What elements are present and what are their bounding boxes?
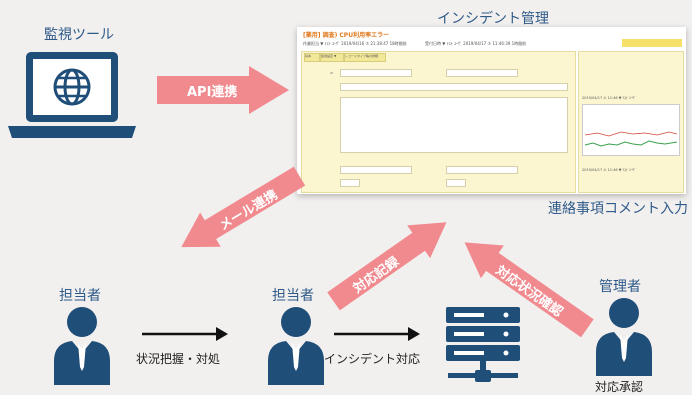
form-field xyxy=(340,166,412,174)
manager-label: 管理者 xyxy=(599,279,641,295)
incident-response-arrow xyxy=(334,327,420,341)
ticket-meta-left: 作業担当 ▼ ﾃｽﾄ ﾕｰｻﾞ 2019/04/16 ⑦ 21:38:47 18… xyxy=(303,41,407,46)
side-entry: 2019/04/17 ⑦ 11:46 ▼ ﾃｽﾄ ﾕｰｻﾞ xyxy=(582,168,636,172)
form-field xyxy=(340,179,360,187)
approval-label: 対応承認 xyxy=(595,380,644,394)
form-field xyxy=(446,69,518,77)
side-graph xyxy=(582,104,680,156)
side-entry: 2019/04/17 ⑦ 11:46 ▼ ﾃｽﾄ ﾕｰｻﾞ xyxy=(582,96,636,100)
form-field xyxy=(340,69,412,77)
laptop-globe-icon xyxy=(8,52,136,138)
mail-arrow: メール連携 xyxy=(171,159,310,264)
incident-management-label: インシデント管理 xyxy=(437,11,549,27)
person-icon xyxy=(268,307,324,385)
ticket-form: 基本 監視設定 ▼ レコードタイプ等の詳細 ID xyxy=(301,51,576,193)
mail-arrow-shape xyxy=(181,166,306,248)
grasp-arrow xyxy=(142,327,228,341)
tab-record-detail: レコードタイプ等の詳細 xyxy=(344,53,386,62)
api-arrow-label: API連携 xyxy=(187,85,238,100)
toolbar-buttons xyxy=(622,39,682,47)
manager-icon xyxy=(596,298,652,376)
cpu-graph-icon xyxy=(584,131,678,147)
api-arrow xyxy=(157,66,289,114)
ticket-title: [薬用] 調査) CPU利用率エラー xyxy=(303,32,390,39)
form-field xyxy=(340,83,568,91)
tab-monitoring: 監視設定 ▼ xyxy=(320,53,344,62)
record-arrow: 対応記録 xyxy=(322,206,458,318)
ticket-side-panel: 2019/04/17 ⑦ 11:46 ▼ ﾃｽﾄ ﾕｰｻﾞ 2019/04/17… xyxy=(578,51,684,193)
comment-input-label: 連絡事項コメント入力 xyxy=(548,201,688,217)
grasp-arrow-label: 状況把握・対処 xyxy=(136,352,221,366)
status-check-arrow: 対応状況確認 xyxy=(453,226,599,345)
person-mid-label: 担当者 xyxy=(272,288,314,304)
tab-basic: 基本 xyxy=(304,53,320,62)
form-field xyxy=(446,166,518,174)
form-field xyxy=(446,179,466,187)
record-arrow-shape xyxy=(327,222,447,311)
incident-screenshot: [薬用] 調査) CPU利用率エラー 作業担当 ▼ ﾃｽﾄ ﾕｰｻﾞ 2019/… xyxy=(297,27,686,194)
status-check-arrow-shape xyxy=(464,242,594,338)
monitoring-tool-label: 監視ツール xyxy=(44,27,114,43)
form-textarea xyxy=(340,97,568,153)
person-left-label: 担当者 xyxy=(59,288,101,304)
person-icon xyxy=(54,307,110,385)
incident-response-label: インシデント対応 xyxy=(324,352,421,366)
server-icon xyxy=(446,307,520,382)
ticket-meta-right: 受付日時 ▼ ﾃｽﾄ ﾕｰｻﾞ 2019/04/17 ⑦ 11:46:39 1時… xyxy=(425,41,527,46)
